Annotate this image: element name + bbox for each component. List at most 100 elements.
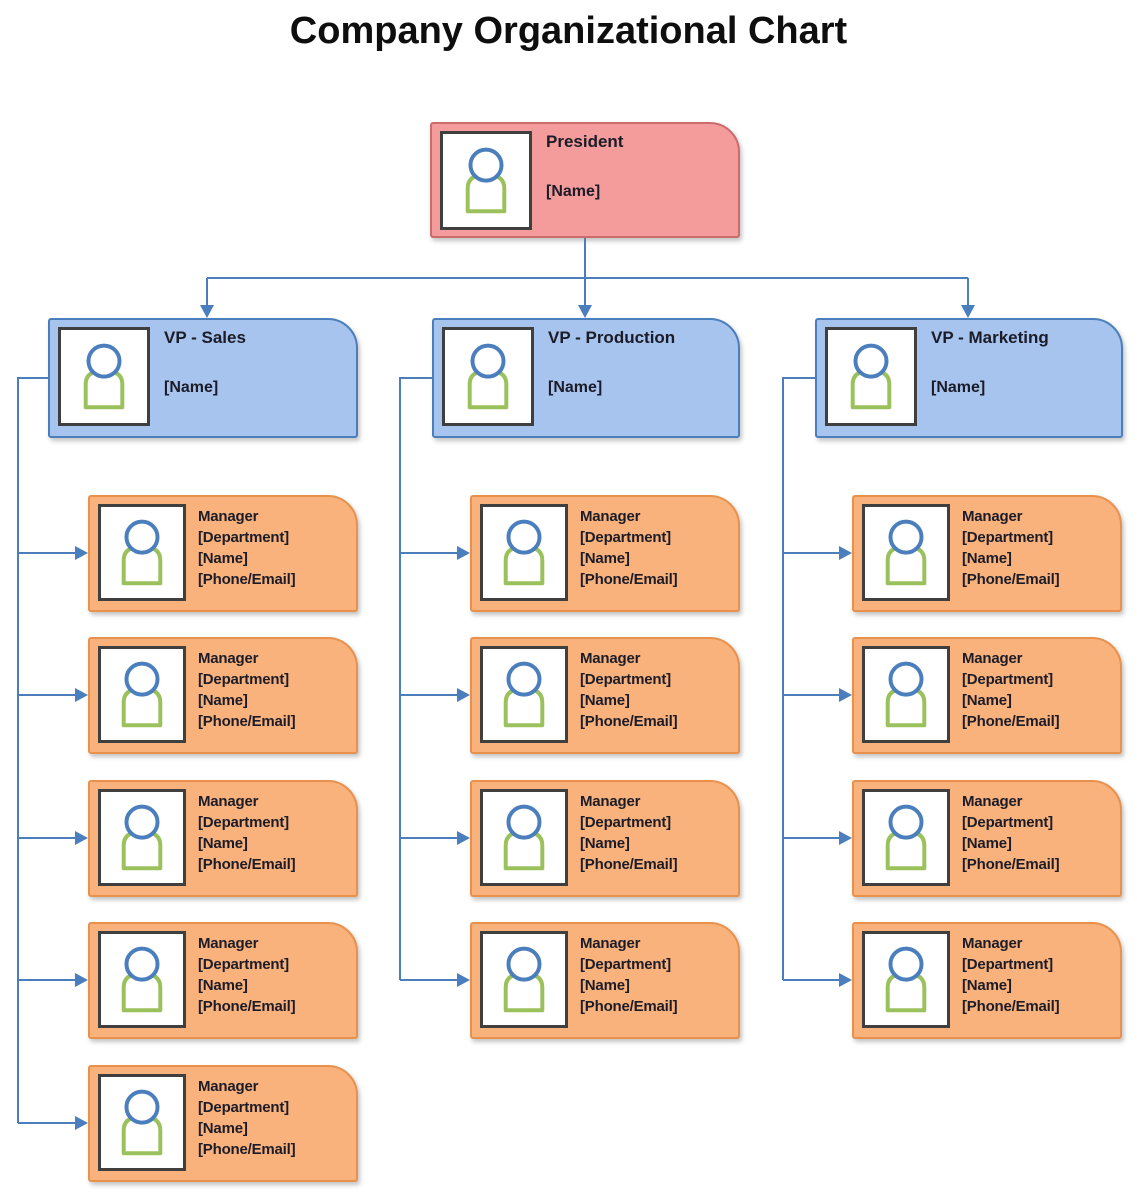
manager-name: [Name] [962,835,1012,852]
vp-title: VP - Production [548,328,676,347]
manager-card: Manager [Department] [Name] [Phone/Email… [852,495,1122,612]
manager-department: [Department] [580,671,671,688]
photo-placeholder [862,504,950,601]
manager-card: Manager [Department] [Name] [Phone/Email… [88,780,358,897]
manager-contact: [Phone/Email] [198,1141,296,1158]
vp-sales-card: VP - Sales [Name] [48,318,358,438]
vp-name: [Name] [931,379,986,396]
president-name: [Name] [546,183,601,200]
manager-name: [Name] [580,550,630,567]
manager-contact: [Phone/Email] [198,998,296,1015]
manager-title: Manager [580,793,641,810]
photo-placeholder [98,1074,186,1171]
manager-name: [Name] [198,977,248,994]
page-title: Company Organizational Chart [289,10,848,52]
manager-name: [Name] [580,977,630,994]
vp-title: VP - Sales [164,328,246,347]
person-icon [489,940,559,1020]
photo-placeholder [480,931,568,1028]
manager-department: [Department] [198,814,289,831]
manager-name: [Name] [962,977,1012,994]
person-icon [871,655,941,735]
manager-card: Manager [Department] [Name] [Phone/Email… [88,495,358,612]
photo-placeholder [98,646,186,743]
manager-contact: [Phone/Email] [962,856,1060,873]
manager-name: [Name] [962,550,1012,567]
manager-department: [Department] [198,1099,289,1116]
manager-name: [Name] [962,692,1012,709]
manager-card: Manager [Department] [Name] [Phone/Email… [470,780,740,897]
manager-department: [Department] [580,956,671,973]
manager-card: Manager [Department] [Name] [Phone/Email… [470,922,740,1039]
person-icon [871,513,941,593]
manager-card: Manager [Department] [Name] [Phone/Email… [470,495,740,612]
person-icon [453,337,523,417]
manager-card: Manager [Department] [Name] [Phone/Email… [88,1065,358,1182]
manager-contact: [Phone/Email] [198,856,296,873]
president-card: President [Name] [430,122,740,238]
manager-name: [Name] [580,835,630,852]
photo-placeholder [862,789,950,886]
manager-contact: [Phone/Email] [580,713,678,730]
manager-card: Manager [Department] [Name] [Phone/Email… [88,922,358,1039]
manager-name: [Name] [198,692,248,709]
vp-title: VP - Marketing [931,328,1049,347]
manager-name: [Name] [198,1120,248,1137]
manager-title: Manager [198,1078,259,1095]
photo-placeholder [98,504,186,601]
manager-department: [Department] [198,956,289,973]
manager-card: Manager [Department] [Name] [Phone/Email… [470,637,740,754]
manager-name: [Name] [580,692,630,709]
person-icon [871,940,941,1020]
photo-placeholder [480,789,568,886]
manager-department: [Department] [198,671,289,688]
person-icon [107,513,177,593]
photo-placeholder [480,646,568,743]
manager-title: Manager [962,935,1023,952]
manager-title: Manager [580,650,641,667]
person-icon [489,513,559,593]
manager-card: Manager [Department] [Name] [Phone/Email… [88,637,358,754]
manager-contact: [Phone/Email] [962,713,1060,730]
manager-department: [Department] [962,671,1053,688]
manager-contact: [Phone/Email] [198,713,296,730]
photo-placeholder [440,131,532,230]
manager-department: [Department] [198,529,289,546]
photo-placeholder [442,327,534,426]
person-icon [489,798,559,878]
manager-card: Manager [Department] [Name] [Phone/Email… [852,780,1122,897]
manager-department: [Department] [962,956,1053,973]
manager-title: Manager [580,935,641,952]
manager-title: Manager [198,793,259,810]
person-icon [107,798,177,878]
photo-placeholder [58,327,150,426]
photo-placeholder [825,327,917,426]
person-icon [489,655,559,735]
manager-title: Manager [580,508,641,525]
vp-production-card: VP - Production [Name] [432,318,740,438]
manager-title: Manager [198,935,259,952]
manager-title: Manager [198,650,259,667]
person-icon [836,337,906,417]
person-icon [871,798,941,878]
manager-department: [Department] [580,529,671,546]
photo-placeholder [98,931,186,1028]
photo-placeholder [862,646,950,743]
manager-department: [Department] [962,814,1053,831]
manager-title: Manager [962,508,1023,525]
manager-department: [Department] [580,814,671,831]
manager-contact: [Phone/Email] [962,998,1060,1015]
manager-contact: [Phone/Email] [198,571,296,588]
manager-name: [Name] [198,835,248,852]
manager-contact: [Phone/Email] [962,571,1060,588]
manager-title: Manager [962,650,1023,667]
person-icon [107,1083,177,1163]
president-title: President [546,132,624,151]
person-icon [107,940,177,1020]
manager-name: [Name] [198,550,248,567]
manager-card: Manager [Department] [Name] [Phone/Email… [852,922,1122,1039]
person-icon [451,141,521,221]
manager-contact: [Phone/Email] [580,571,678,588]
person-icon [69,337,139,417]
